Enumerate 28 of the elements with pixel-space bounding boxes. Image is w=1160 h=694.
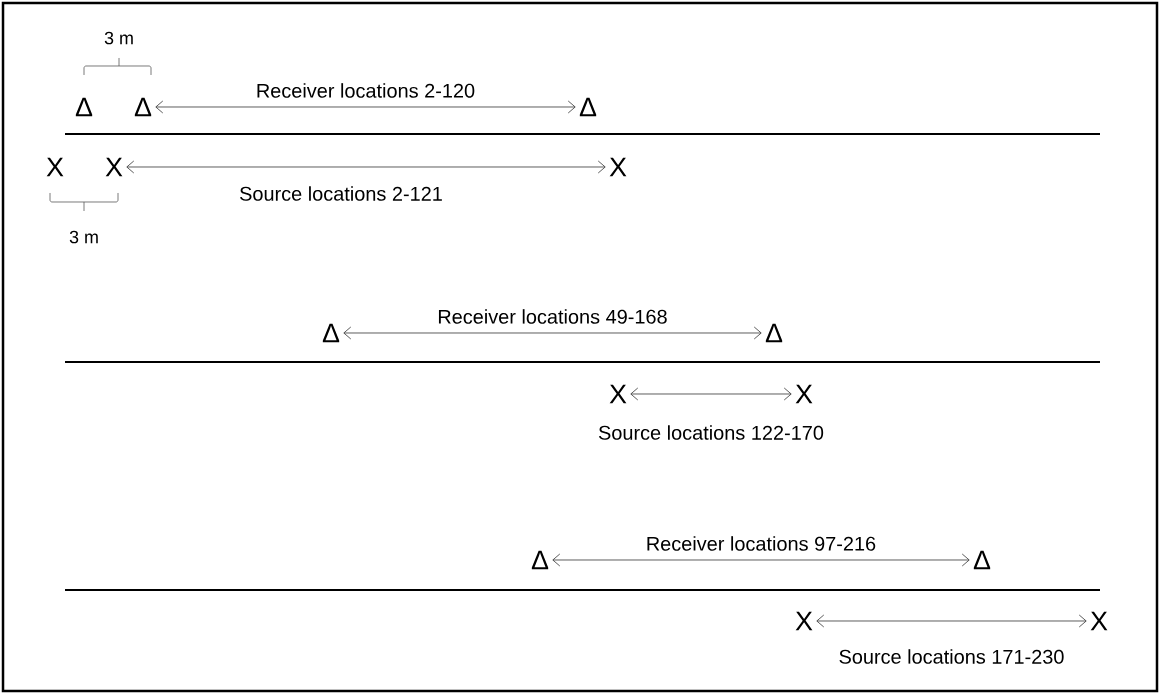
double-arrow <box>155 100 576 114</box>
source-symbol: X <box>1090 611 1108 631</box>
receiver-symbol: Δ <box>531 550 549 570</box>
double-arrow <box>552 553 970 567</box>
receiver-symbol: Δ <box>75 97 93 117</box>
double-arrow <box>126 160 606 174</box>
dimension-label: 3 m <box>104 31 133 45</box>
receiver-symbol: Δ <box>322 323 340 343</box>
source-symbol: X <box>795 384 813 404</box>
source-symbol: X <box>105 157 123 177</box>
edge-label: Receiver locations 97-216 <box>647 536 876 551</box>
source-symbol: X <box>795 611 813 631</box>
dimension-label: 3 m <box>69 230 98 244</box>
double-arrow <box>630 387 792 401</box>
source-symbol: X <box>609 384 627 404</box>
double-arrow <box>816 614 1087 628</box>
receiver-symbol: Δ <box>765 323 783 343</box>
receiver-symbol: Δ <box>973 550 991 570</box>
edge-label: Source locations 171-230 <box>839 649 1064 664</box>
source-symbol: X <box>46 157 64 177</box>
edge-label: Source locations 122-170 <box>598 425 824 440</box>
edge-label: Receiver locations 49-168 <box>438 309 667 324</box>
edge-label: Source locations 2-121 <box>240 186 442 201</box>
edge-label: Receiver locations 2-120 <box>257 83 475 98</box>
receiver-symbol: Δ <box>134 97 152 117</box>
receiver-symbol: Δ <box>579 97 597 117</box>
source-symbol: X <box>609 157 627 177</box>
double-arrow <box>343 326 762 340</box>
